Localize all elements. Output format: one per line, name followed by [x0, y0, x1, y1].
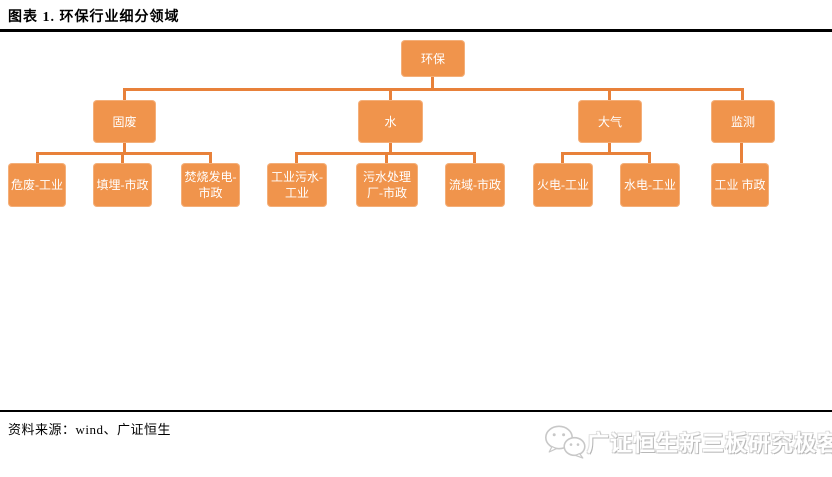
connector-root-stub	[431, 77, 434, 89]
source-text: 资料来源：wind、广证恒生	[8, 422, 172, 437]
node-thermal-power-industrial: 火电-工业	[533, 163, 593, 207]
node-industrial-sewage: 工业污水-工业	[267, 163, 327, 207]
connector-drop-incineration	[209, 152, 212, 163]
connector-solid-waste-stub	[123, 143, 126, 153]
node-sewage-plant-municipal: 污水处理厂-市政	[356, 163, 418, 207]
connector-solid-waste-bus	[36, 152, 212, 155]
node-atmosphere: 大气	[578, 100, 642, 143]
connector-drop-industrial-sewage	[295, 152, 298, 163]
wechat-icon	[545, 425, 586, 459]
connector-drop-water	[389, 88, 392, 100]
connector-atmosphere-bus	[561, 152, 651, 155]
watermark-text: 广证恒生新三板研究极客	[587, 431, 832, 456]
node-monitoring: 监测	[711, 100, 775, 143]
node-incineration-municipal: 焚烧发电-市政	[181, 163, 240, 207]
connector-drop-thermal-power	[561, 152, 564, 163]
node-industrial-municipal: 工业 市政	[711, 163, 769, 207]
node-landfill-municipal: 填埋-市政	[93, 163, 152, 207]
node-water: 水	[358, 100, 423, 143]
node-watershed-municipal: 流域-市政	[445, 163, 505, 207]
connector-level2-bus	[123, 88, 744, 91]
connector-monitoring-child	[740, 143, 743, 163]
node-environmental-protection: 环保	[401, 40, 465, 77]
connector-drop-sewage-plant	[385, 152, 388, 163]
connector-drop-landfill	[121, 152, 124, 163]
figure-title: 图表 1. 环保行业细分领域	[8, 10, 180, 25]
watermark: 广证恒生新三板研究极客	[543, 424, 832, 460]
connector-drop-atmosphere	[608, 88, 611, 100]
connector-drop-monitoring	[741, 88, 744, 100]
footer-rule	[0, 410, 832, 412]
title-rule	[0, 29, 832, 32]
node-hazardous-waste-industrial: 危废-工业	[8, 163, 66, 207]
connector-drop-watershed	[473, 152, 476, 163]
connector-drop-hazardous-waste	[36, 152, 39, 163]
connector-water-stub	[389, 143, 392, 153]
connector-drop-hydropower	[648, 152, 651, 163]
connector-drop-solid-waste	[123, 88, 126, 100]
node-solid-waste: 固废	[93, 100, 156, 143]
node-hydropower-industrial: 水电-工业	[620, 163, 680, 207]
connector-atmosphere-stub	[608, 143, 611, 153]
